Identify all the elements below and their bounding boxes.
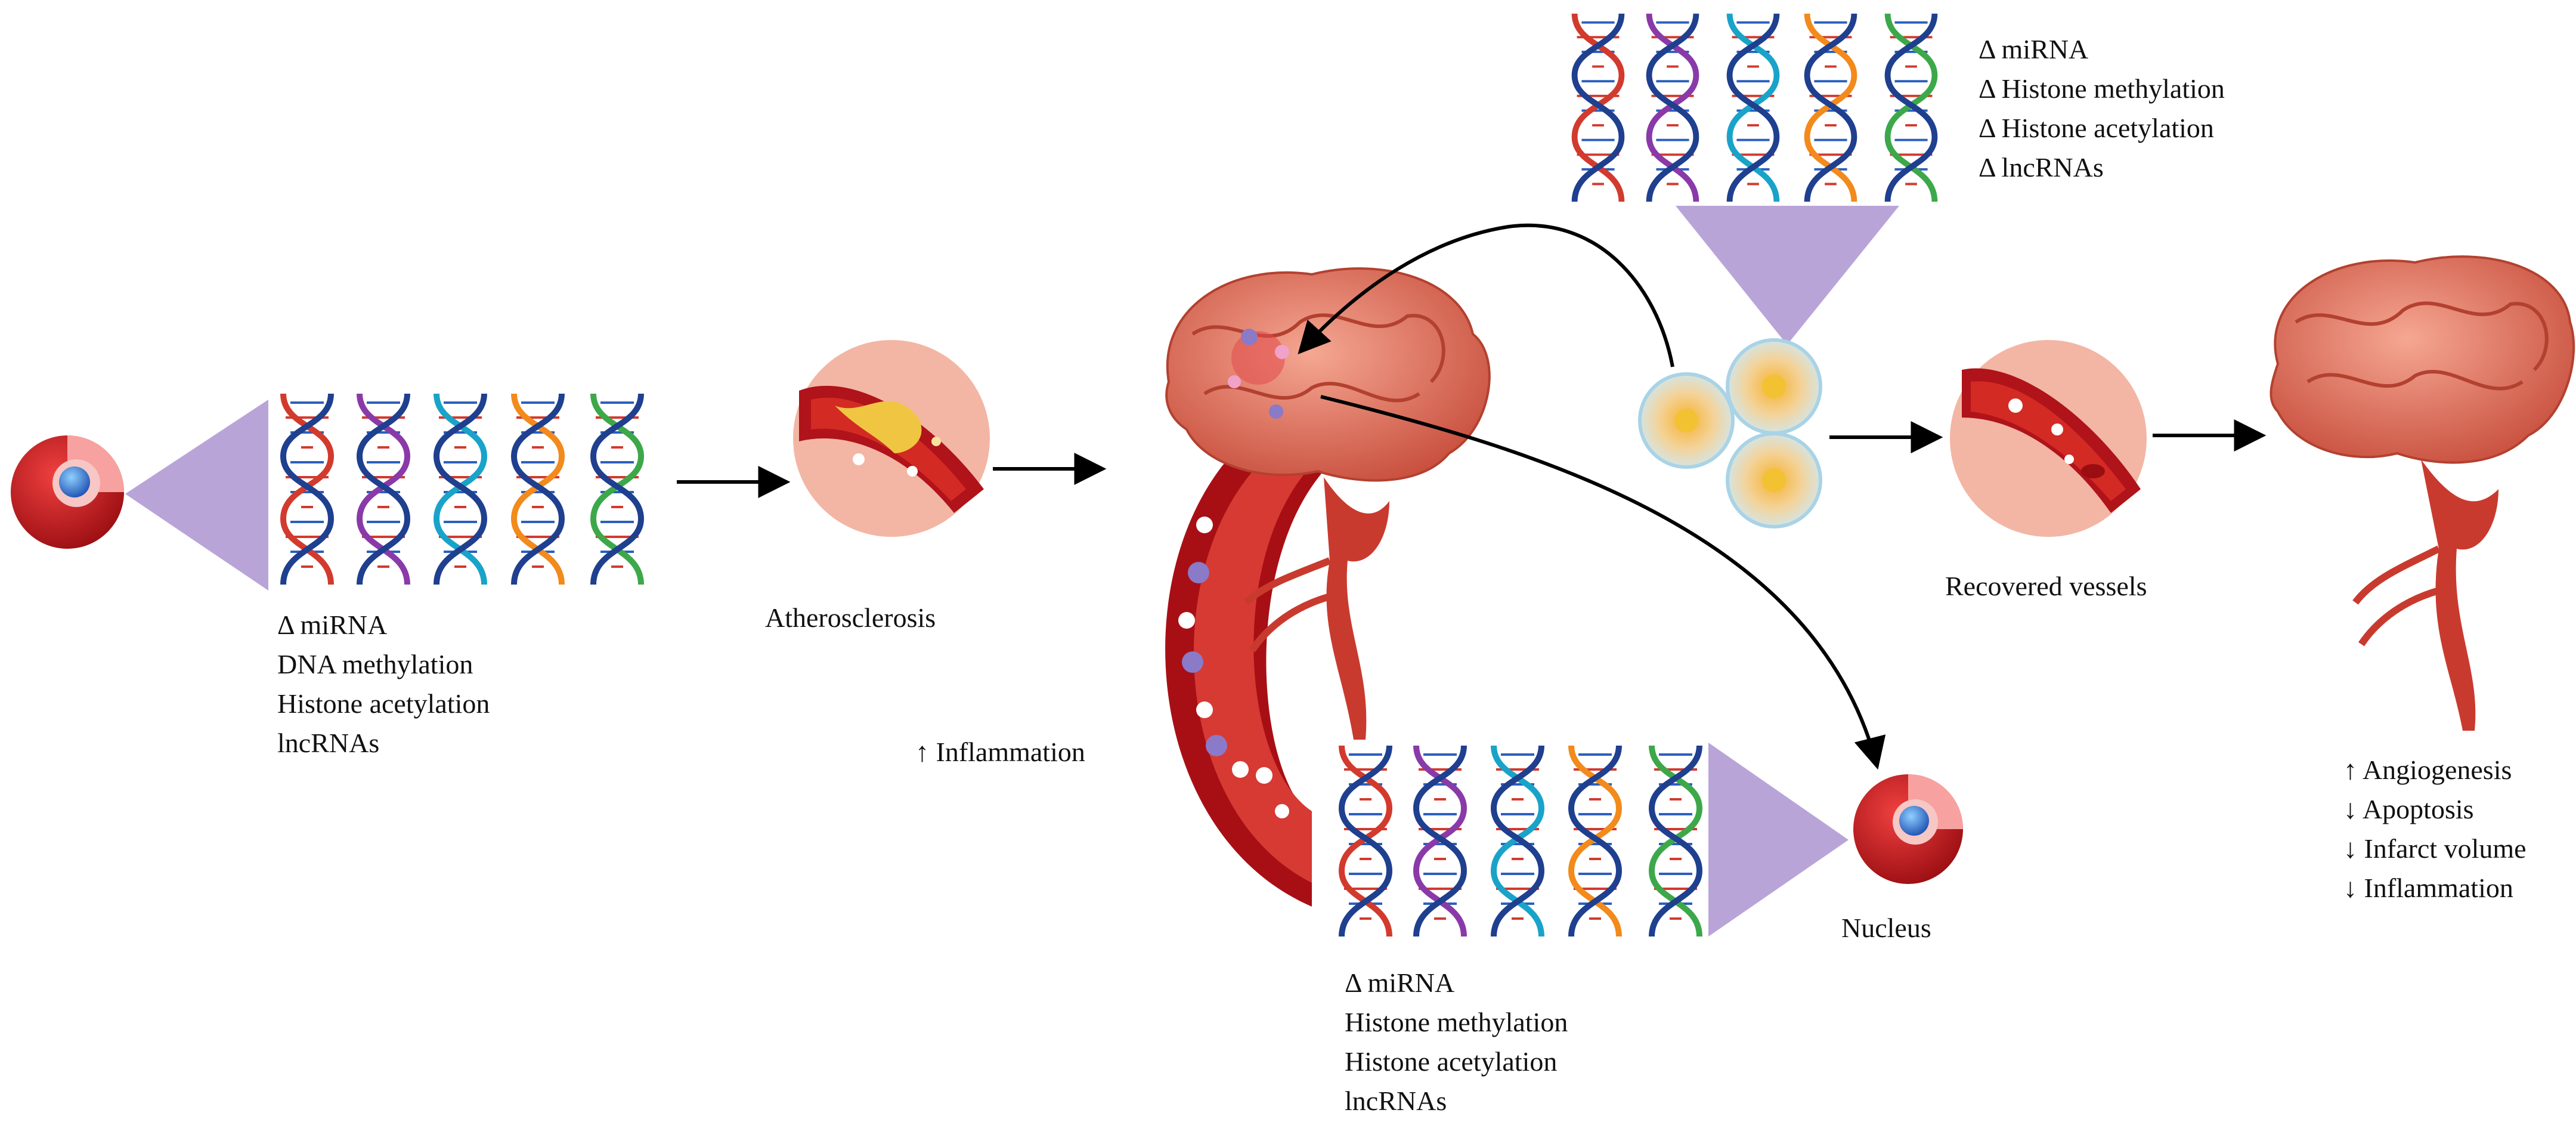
left-change-item: lncRNAs	[277, 728, 380, 758]
arrow-brain-to-nucleus	[1320, 395, 1886, 770]
outcome-item: ↑ Angiogenesis	[2343, 755, 2512, 785]
top-change-item: Δ miRNA	[1979, 34, 2089, 64]
cell-nucleus-icon	[11, 435, 124, 549]
dna-helix-group-left	[283, 394, 641, 585]
dna-helix-group-bottom	[1342, 746, 1699, 936]
arrow-stemcells-to-brain	[1298, 223, 1674, 367]
recovered-vessel-icon	[1950, 340, 2147, 537]
top-change-item: Δ Histone acetylation	[1979, 113, 2214, 143]
outcome-item: ↓ Inflammation	[2343, 873, 2513, 903]
triangle-left	[125, 400, 268, 591]
triangle-top	[1676, 206, 1899, 345]
brain-icon-right	[2270, 255, 2575, 731]
bottom-changes-list: Δ miRNA Histone methylation Histone acet…	[1345, 963, 1568, 1121]
bottom-change-item: lncRNAs	[1345, 1086, 1447, 1116]
left-changes-list: Δ miRNA DNA methylation Histone acetylat…	[277, 605, 490, 763]
bottom-change-item: Δ miRNA	[1345, 968, 1455, 998]
outcome-item: ↓ Apoptosis	[2343, 794, 2474, 824]
inflammation-label: ↑ Inflammation	[915, 737, 1085, 767]
outcome-item: ↓ Infarct volume	[2343, 833, 2527, 864]
triangle-bottom	[1708, 743, 1849, 936]
top-change-item: Δ Histone methylation	[1979, 73, 2225, 104]
atherosclerosis-label: Atherosclerosis	[765, 602, 936, 633]
bottom-change-item: Histone acetylation	[1345, 1046, 1558, 1077]
outcomes-list: ↑ Angiogenesis ↓ Apoptosis ↓ Infarct vol…	[2343, 750, 2527, 908]
cell-nucleus-icon-bottom	[1853, 774, 1963, 884]
nucleus-label: Nucleus	[1841, 913, 1931, 943]
dna-helix-group-top	[1575, 14, 1935, 202]
left-change-item: DNA methylation	[277, 649, 473, 679]
bottom-change-item: Histone methylation	[1345, 1007, 1568, 1037]
artery-plaque-icon	[793, 340, 990, 537]
left-change-item: Histone acetylation	[277, 688, 490, 719]
recovered-vessels-label: Recovered vessels	[1945, 571, 2147, 601]
left-change-item: Δ miRNA	[277, 610, 388, 640]
stem-cell-icon	[1638, 338, 1822, 528]
brain-icon-center	[1165, 267, 1491, 907]
top-change-item: Δ lncRNAs	[1979, 152, 2104, 183]
top-changes-list: Δ miRNA Δ Histone methylation Δ Histone …	[1979, 30, 2225, 187]
